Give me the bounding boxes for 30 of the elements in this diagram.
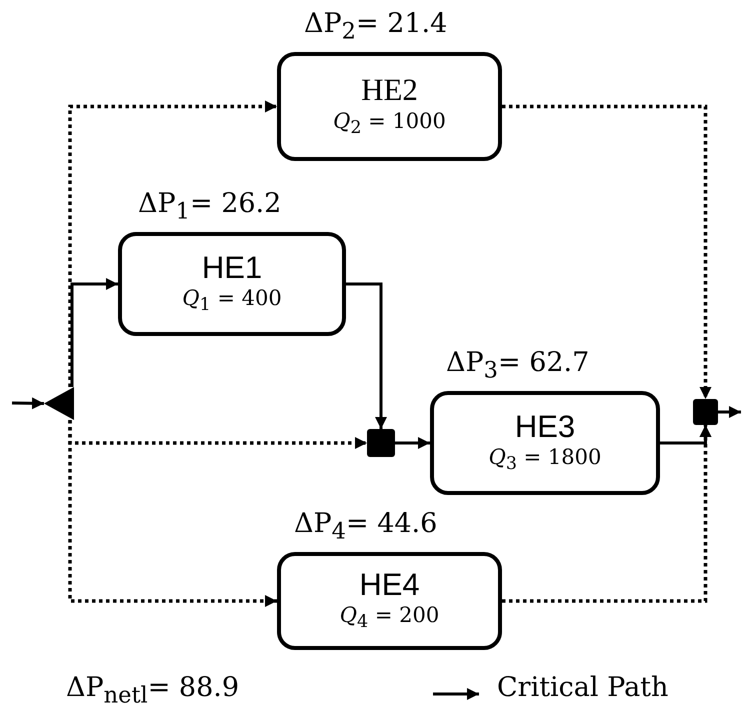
- exchanger-name: HE3: [514, 410, 576, 444]
- splitter-triangle: [44, 387, 74, 420]
- dotted-arrow: [68, 100, 277, 387]
- net-pressure-drop-label: ΔP$_{netl}$= 88.9: [66, 672, 240, 708]
- heat-duty-label: Q$_{1}$ = 400: [182, 285, 282, 318]
- pressure-drop-label: ΔP$_{2}$= 21.4: [304, 8, 448, 44]
- mixer-square: [367, 429, 395, 457]
- legend-text: Critical Path: [497, 672, 668, 703]
- heat-exchanger-box: [430, 391, 660, 495]
- heat-exchanger-box: [118, 232, 346, 336]
- heat-duty-label: Q$_{4}$ = 200: [340, 602, 440, 634]
- dotted-arrow: [502, 425, 712, 603]
- heat-duty-label: Q$_{2}$ = 1000: [333, 108, 446, 140]
- pressure-drop-label: ΔP$_{3}$= 62.7: [446, 347, 590, 384]
- dotted-arrow: [68, 420, 277, 607]
- arrow: [395, 437, 430, 449]
- exchanger-name: HE4: [359, 568, 420, 602]
- pressure-drop-label: ΔP$_{1}$= 26.2: [138, 188, 282, 224]
- heat-exchanger-box: [277, 552, 502, 650]
- arrow: [718, 406, 741, 418]
- arrow: [346, 282, 387, 429]
- exchanger-name: HE1: [202, 250, 262, 286]
- dotted-arrow: [502, 104, 712, 399]
- arrow: [70, 278, 118, 387]
- heat-duty-label: Q$_{3}$ = 1800: [488, 444, 602, 476]
- mixer-square: [693, 399, 718, 425]
- arrow: [12, 397, 44, 410]
- pressure-drop-label: ΔP$_{4}$= 44.6: [294, 508, 438, 544]
- heat-exchanger-box: [277, 52, 502, 161]
- exchanger-name: HE2: [361, 73, 418, 108]
